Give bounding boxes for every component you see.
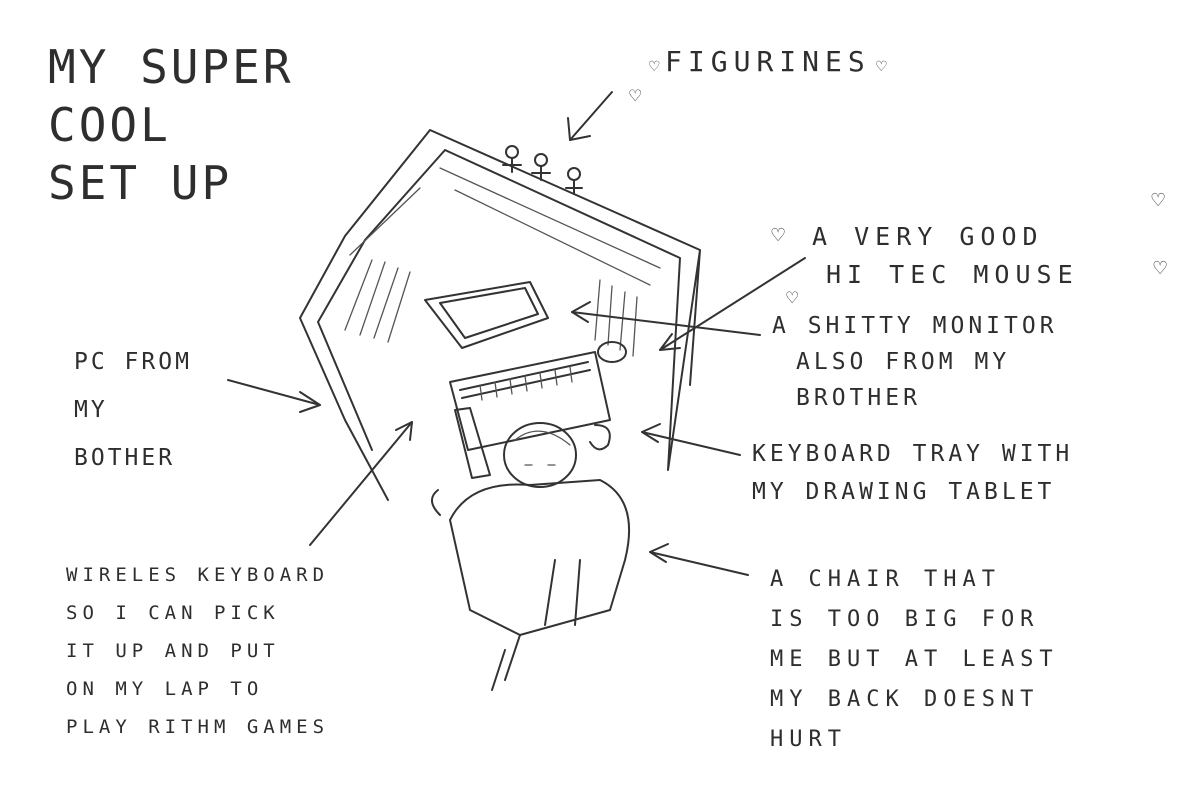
chair-base <box>491 634 521 691</box>
heart-icon: ♡ <box>1150 190 1167 211</box>
figurines-drawing <box>502 145 583 195</box>
desk-shelf <box>349 167 661 286</box>
heart-icon: ♡ <box>1152 258 1169 279</box>
monitor-line-3: BROTHER <box>796 385 921 411</box>
chair-line-2: IS TOO BIG FOR <box>770 607 1040 632</box>
figurines-text: FIGURINES <box>665 45 871 78</box>
pc-label: PC FROM MY BOTHER <box>74 338 192 482</box>
mouse-line-2: HI TEC MOUSE <box>826 260 1079 289</box>
chair-drawing <box>449 479 631 636</box>
desk-frame <box>299 129 701 501</box>
title-line-2: COOL <box>48 98 171 152</box>
pc-line-1: PC FROM <box>74 349 192 375</box>
tray-line-1: KEYBOARD TRAY WITH <box>752 441 1074 467</box>
chair-line-1: A CHAIR THAT <box>770 567 1001 592</box>
heart-icon: ♡ <box>648 59 666 75</box>
person-arms <box>431 424 611 516</box>
wireless-keyboard-drawing <box>454 407 491 479</box>
mouse-label: A VERY GOOD HI TEC MOUSE <box>812 218 1079 294</box>
tray-line-2: MY DRAWING TABLET <box>752 479 1056 505</box>
page-title: MY SUPER COOL SET UP <box>48 38 294 212</box>
keyboard-line-3: IT UP AND PUT <box>66 640 280 662</box>
chair-line-5: HURT <box>770 727 847 752</box>
monitor-label: A SHITTY MONITOR ALSO FROM MY BROTHER <box>772 308 1058 416</box>
heart-icon: ♡ <box>785 288 800 307</box>
keyboard-line-2: SO I CAN PICK <box>66 602 280 624</box>
heart-icon: ♡ <box>870 59 888 75</box>
keyboard-tray-label: KEYBOARD TRAY WITH MY DRAWING TABLET <box>752 435 1073 511</box>
monitor-drawing <box>424 281 549 349</box>
mouse-line-1: A VERY GOOD <box>812 222 1044 251</box>
mouse-drawing <box>597 341 627 363</box>
monitor-line-1: A SHITTY MONITOR <box>772 313 1058 339</box>
keyboard-line-1: WIRELES KEYBOARD <box>66 564 330 586</box>
wireless-keyboard-label: WIRELES KEYBOARD SO I CAN PICK IT UP AND… <box>66 556 329 746</box>
title-line-3: SET UP <box>48 156 233 210</box>
keyboard-line-5: PLAY RITHM GAMES <box>66 716 330 738</box>
person-head <box>503 422 577 488</box>
heart-icon: ♡ <box>770 225 787 246</box>
heart-icon: ♡ <box>628 86 643 105</box>
figurines-label: ♡ FIGURINES ♡ <box>648 45 888 78</box>
keyboard-tray-drawing <box>449 351 611 451</box>
pc-line-3: BOTHER <box>74 445 176 471</box>
title-line-1: MY SUPER <box>48 40 294 94</box>
chair-line-3: ME BUT AT LEAST <box>770 647 1059 672</box>
arrows <box>227 91 806 576</box>
chair-label: A CHAIR THAT IS TOO BIG FOR ME BUT AT LE… <box>770 560 1059 760</box>
monitor-line-2: ALSO FROM MY <box>796 349 1011 375</box>
desk-slats-right <box>594 279 638 357</box>
chair-line-4: MY BACK DOESNT <box>770 687 1040 712</box>
desk-slats-left <box>344 259 411 343</box>
keyboard-line-4: ON MY LAP TO <box>66 678 264 700</box>
pc-line-2: MY <box>74 397 108 423</box>
